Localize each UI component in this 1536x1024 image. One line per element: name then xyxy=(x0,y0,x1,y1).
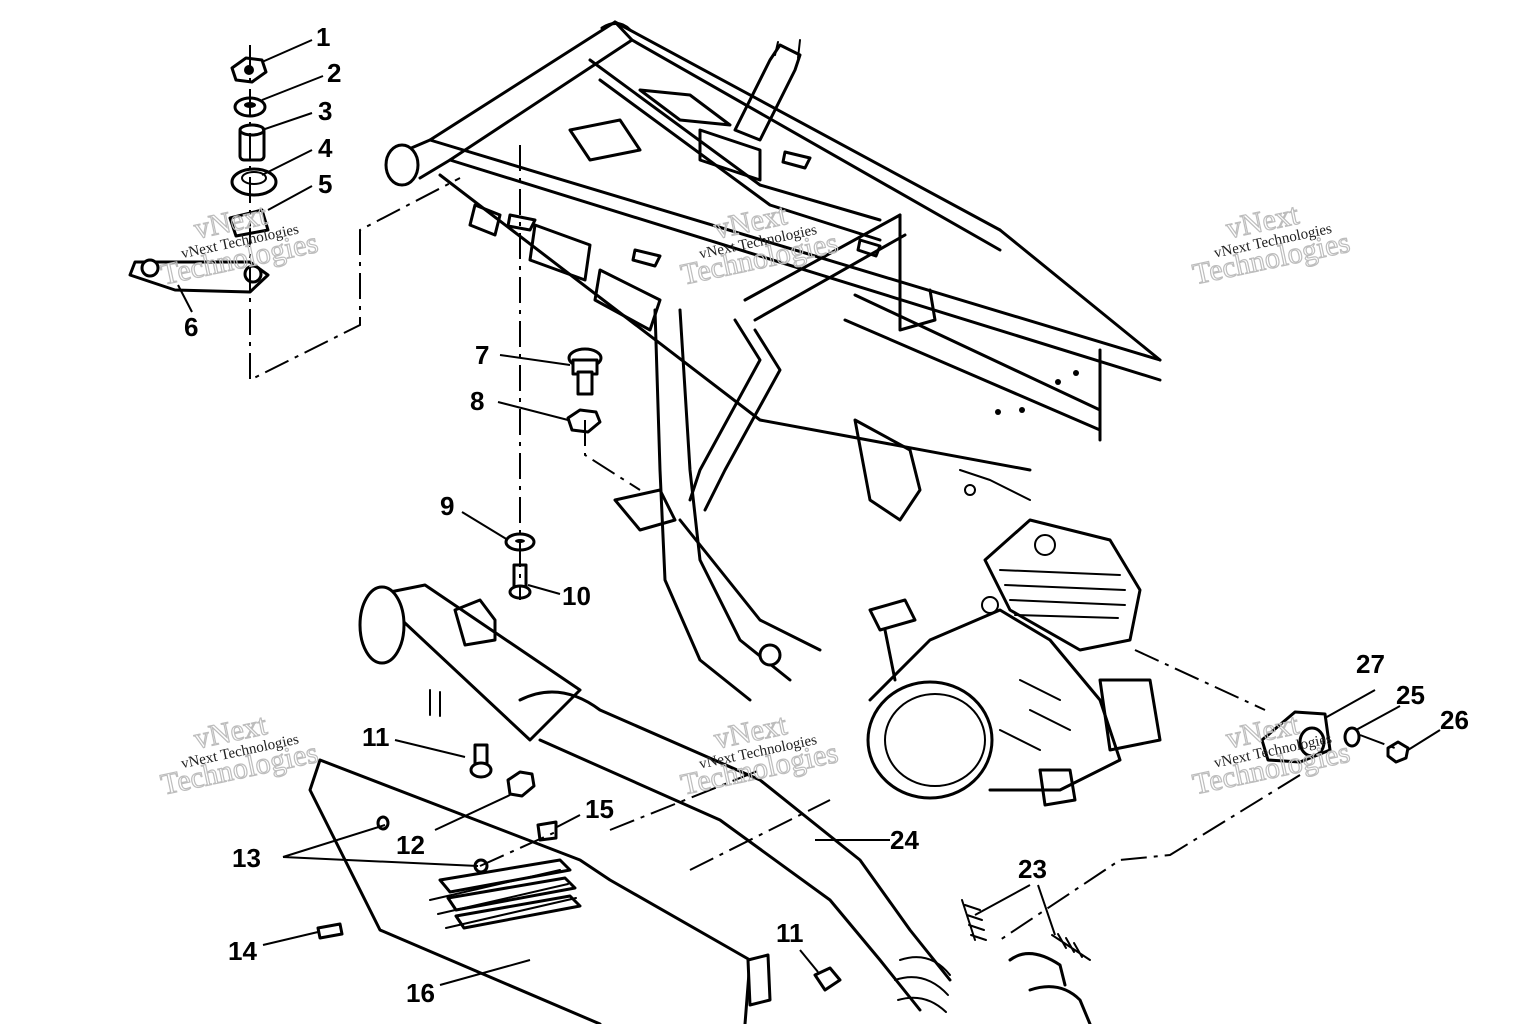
engine-assembly xyxy=(866,518,1162,807)
callout-16: 16 xyxy=(406,978,435,1008)
frame-assembly xyxy=(384,20,1162,702)
callout-6: 6 xyxy=(184,312,198,342)
callout-9: 9 xyxy=(440,491,454,521)
callout-11: 11 xyxy=(362,722,390,752)
callout-8: 8 xyxy=(470,386,484,416)
callout-26: 26 xyxy=(1440,705,1469,735)
watermark: vNext Technologies vNext Technologies vN… xyxy=(157,197,1353,802)
callout-25: 25 xyxy=(1396,680,1425,710)
callout-3: 3 xyxy=(318,96,332,126)
watermark-top-left: vNext Technologies vNext Technologies xyxy=(157,197,321,292)
leader-lines xyxy=(177,39,1441,986)
callout-15: 15 xyxy=(585,794,614,824)
callout-1: 1 xyxy=(316,22,330,52)
callout-12: 12 xyxy=(396,830,425,860)
callout-7: 7 xyxy=(475,340,489,370)
callout-13: 13 xyxy=(232,843,261,873)
callout-2: 2 xyxy=(327,58,341,88)
watermark-bottom-right: vNext Technologies vNext Technologies xyxy=(1189,707,1353,802)
callout-numbers: 1 2 3 4 5 6 7 8 9 10 11 12 13 14 15 16 2… xyxy=(184,22,1469,1008)
callout-5: 5 xyxy=(318,169,332,199)
watermark-top-right: vNext Technologies vNext Technologies xyxy=(1189,197,1353,292)
callout-27: 27 xyxy=(1356,649,1385,679)
mount-hardware xyxy=(128,56,1410,1007)
callout-14: 14 xyxy=(228,936,257,966)
watermark-top-center: vNext Technologies vNext Technologies xyxy=(677,197,841,292)
callout-24: 24 xyxy=(890,825,919,855)
muffler-assembly xyxy=(358,583,1092,1024)
callout-11-lower: 11 xyxy=(776,918,804,948)
callout-10: 10 xyxy=(562,581,591,611)
callout-23: 23 xyxy=(1018,854,1047,884)
watermark-bottom-left: vNext Technologies vNext Technologies xyxy=(157,707,321,802)
callout-4: 4 xyxy=(318,133,333,163)
assembly-lines xyxy=(249,45,1401,941)
